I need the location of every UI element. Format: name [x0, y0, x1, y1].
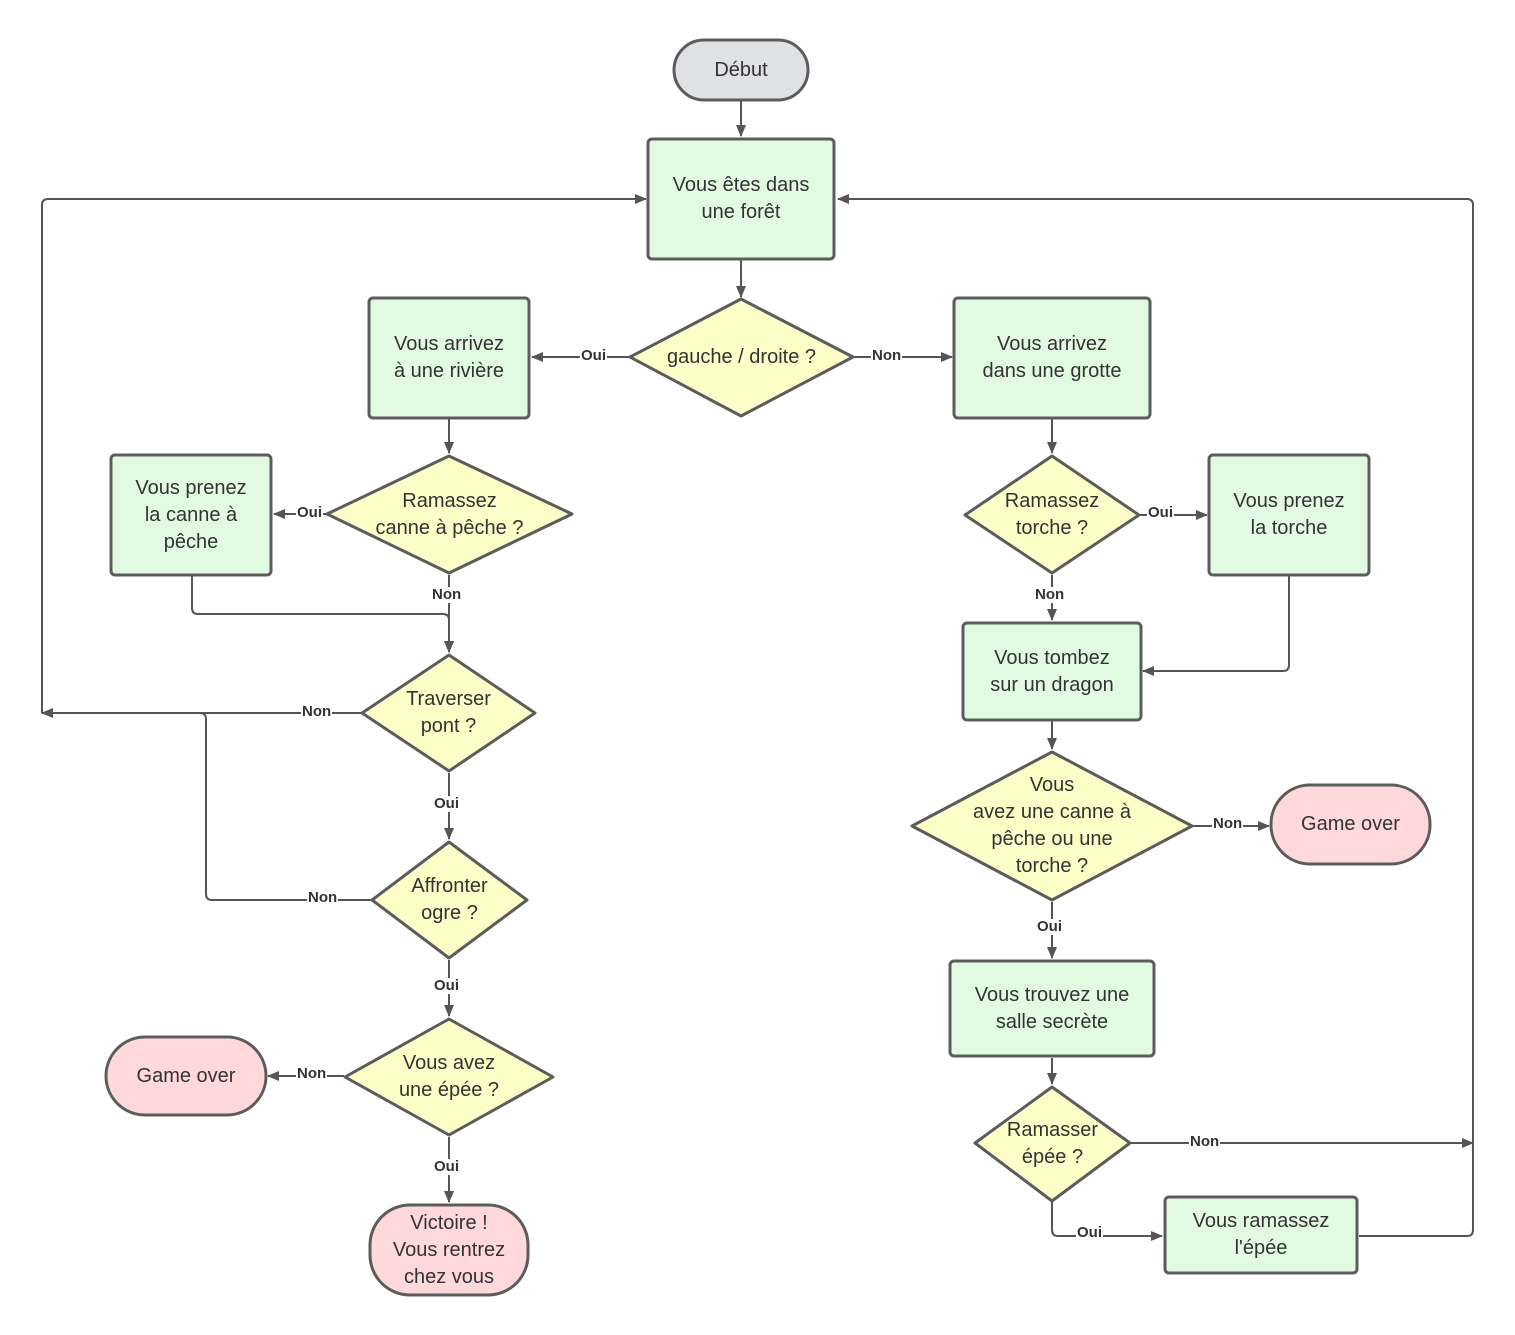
- edge-label-torche-non: Non: [1034, 586, 1066, 603]
- salle-secrete-label: Vous trouvez une salle secrète: [974, 983, 1130, 1033]
- process-riviere: [367, 296, 531, 420]
- edge-label-epee-non: Non: [296, 1065, 328, 1082]
- riviere-label: Vous arrivez à une rivière: [393, 333, 505, 382]
- traverser-pont-label: Traverser pont ?: [406, 688, 491, 737]
- ramasser-epee-label: Ramasser épée ?: [1006, 1119, 1099, 1168]
- victoire-label: Victoire ! Vous rentrez chez vous: [392, 1211, 506, 1288]
- edge-label-ogre-non: Non: [307, 889, 339, 906]
- game-over-left-label: Game over: [136, 1064, 236, 1087]
- ramassez-canne-label: Ramassez canne à pêche ?: [375, 489, 524, 539]
- process-ramassez-epee: [1163, 1195, 1359, 1275]
- game-over-right-label: Game over: [1301, 813, 1400, 835]
- end-game-over-left: [104, 1035, 268, 1117]
- edge-label-ogre-oui: Oui: [433, 977, 460, 994]
- decision-avez-epee: [343, 1017, 555, 1137]
- prenez-canne-label: Vous prenez la canne à pêche: [135, 476, 247, 553]
- edge-label-ramasser-oui: Oui: [1076, 1224, 1103, 1241]
- edge-label-epee-oui: Oui: [433, 1158, 460, 1175]
- edge-prenez-canne-pont: [191, 576, 454, 653]
- end-victoire: [368, 1203, 530, 1297]
- avez-canne-torche-label: Vous avez une canne à pêche ou une torch…: [973, 774, 1131, 877]
- edge-prenez-torche-dragon: [1142, 576, 1290, 676]
- grotte-label: Vous arrivez dans une grotte: [982, 333, 1122, 382]
- ramassez-epee-label: Vous ramassez l'épée: [1192, 1210, 1330, 1259]
- process-salle-secrete: [948, 959, 1156, 1058]
- process-dragon: [961, 621, 1143, 722]
- prenez-torche-label: Vous prenez la torche: [1233, 490, 1345, 539]
- decision-affronter-ogre: [370, 840, 529, 960]
- end-game-over-right: [1269, 783, 1432, 866]
- start-label: Début: [714, 58, 768, 81]
- edge-loop-left: [41, 194, 647, 713]
- edge-label-gd-oui: Oui: [580, 347, 607, 364]
- ramassez-torche-label: Ramassez torche ?: [1004, 489, 1100, 539]
- process-grotte: [952, 296, 1152, 420]
- decision-ramassez-canne: [325, 454, 574, 575]
- process-prenez-canne: [109, 453, 273, 577]
- dragon-label: Vous tombez sur un dragon: [990, 646, 1114, 696]
- decision-ramasser-epee: [973, 1085, 1132, 1203]
- decision-ramassez-torche: [963, 454, 1141, 575]
- process-foret: [646, 137, 836, 261]
- foret-label: Vous êtes dans une forêt: [672, 174, 810, 223]
- start-terminal: [672, 38, 810, 102]
- edge-ogre-non: [42, 712, 371, 901]
- edge-label-dragon-oui: Oui: [1036, 918, 1063, 935]
- edge-label-pont-non: Non: [301, 703, 333, 720]
- avez-epee-label: Vous avez une épée ?: [398, 1052, 500, 1101]
- edge-loop-right: [837, 194, 1474, 1237]
- gauche-droite-label: gauche / droite ?: [667, 346, 816, 368]
- edge-label-dragon-non: Non: [1212, 815, 1244, 832]
- process-prenez-torche: [1207, 453, 1371, 577]
- edge-label-gd-non: Non: [871, 347, 903, 364]
- edge-label-ramasser-non: Non: [1189, 1133, 1221, 1150]
- decision-gauche-droite: [628, 297, 855, 418]
- decision-traverser-pont: [360, 653, 537, 773]
- edge-label-torche-oui: Oui: [1147, 504, 1174, 521]
- edge-label-canne-oui: Oui: [296, 504, 323, 521]
- affronter-ogre-label: Affronter ogre ?: [411, 875, 488, 924]
- edge-label-canne-non: Non: [431, 586, 463, 603]
- decision-avez-canne-torche: [910, 750, 1194, 902]
- edge-ramasser-oui: [1051, 1202, 1163, 1241]
- edge-label-pont-oui: Oui: [433, 795, 460, 812]
